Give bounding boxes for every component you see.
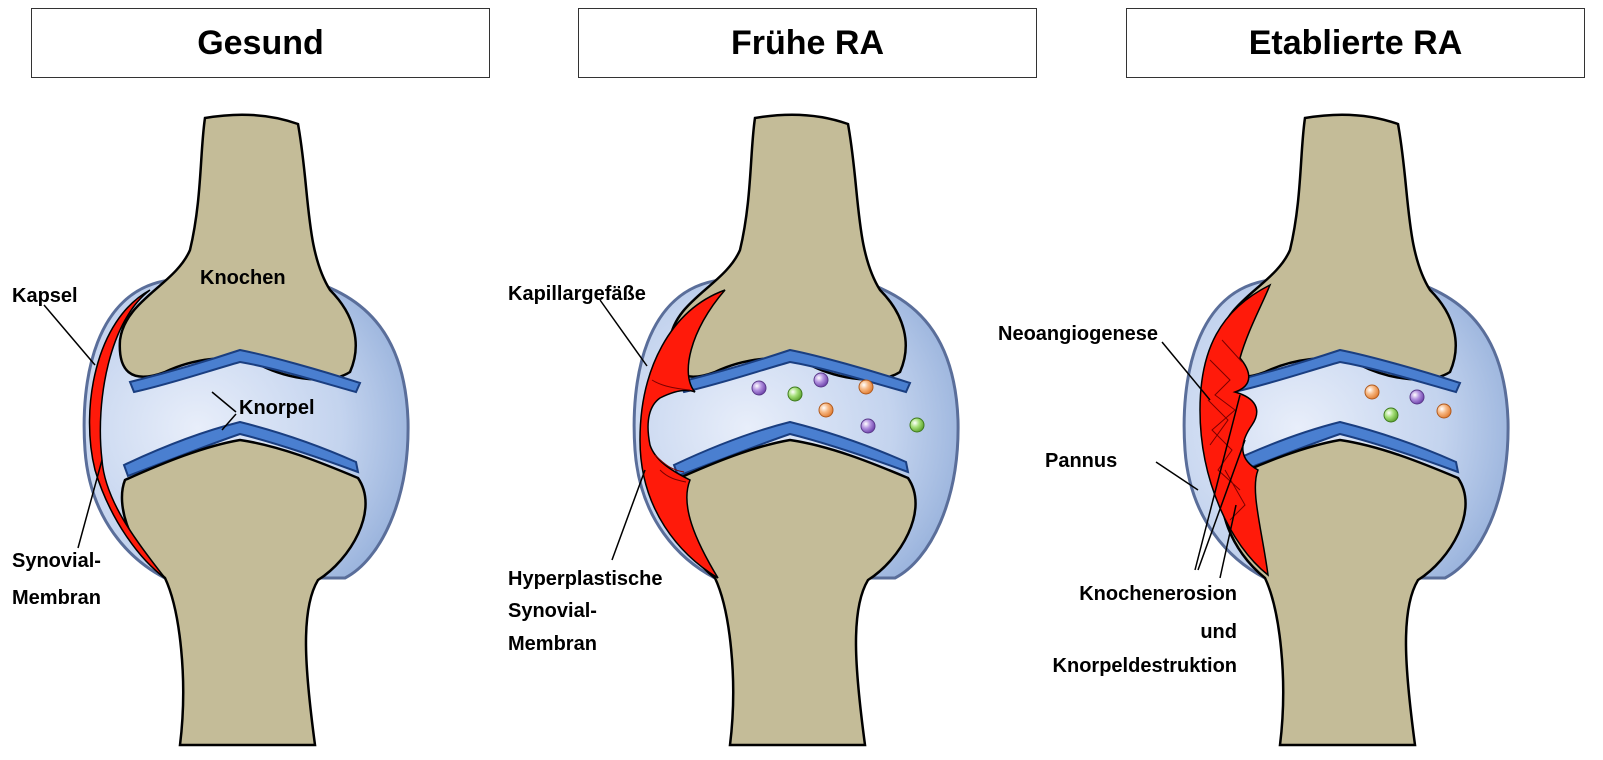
- immune-cell: [1437, 404, 1451, 418]
- label-knochen: Knochen: [200, 267, 286, 289]
- panel-fruehe-ra: Kapillargefäße Hyperplastische Synovial-…: [508, 115, 958, 745]
- label-synovial-2: Membran: [12, 587, 101, 609]
- label-hyperplastische-1: Hyperplastische: [508, 568, 663, 590]
- joint-healthy: [84, 115, 408, 745]
- immune-cell: [819, 403, 833, 417]
- immune-cell: [788, 387, 802, 401]
- immune-cell: [859, 380, 873, 394]
- label-erosion-2: und: [1200, 621, 1237, 643]
- label-neoangiogenese: Neoangiogenese: [998, 323, 1158, 345]
- leader-kapsel: [44, 305, 95, 365]
- label-hyperplastische-2: Synovial-: [508, 600, 597, 622]
- joint-early-ra: [634, 115, 958, 745]
- immune-cell: [752, 381, 766, 395]
- label-kapsel: Kapsel: [12, 285, 78, 307]
- panel-etablierte-ra: Neoangiogenese Pannus Knochenerosion und…: [998, 115, 1508, 745]
- leader-kapillar: [600, 300, 647, 366]
- label-hyperplastische-3: Membran: [508, 633, 597, 655]
- label-pannus: Pannus: [1045, 450, 1117, 472]
- panel-gesund: Knochen Kapsel Knorpel Synovial- Membran: [12, 115, 408, 745]
- label-knorpel: Knorpel: [239, 397, 315, 419]
- leader-hyperplastic: [612, 470, 645, 560]
- label-erosion-3: Knorpeldestruktion: [1053, 655, 1237, 677]
- label-synovial-1: Synovial-: [12, 550, 101, 572]
- immune-cell: [1410, 390, 1424, 404]
- label-kapillargefaesse: Kapillargefäße: [508, 283, 646, 305]
- label-erosion-1: Knochenerosion: [1079, 583, 1237, 605]
- immune-cell: [861, 419, 875, 433]
- immune-cell: [910, 418, 924, 432]
- immune-cell: [814, 373, 828, 387]
- immune-cell: [1365, 385, 1379, 399]
- immune-cell: [1384, 408, 1398, 422]
